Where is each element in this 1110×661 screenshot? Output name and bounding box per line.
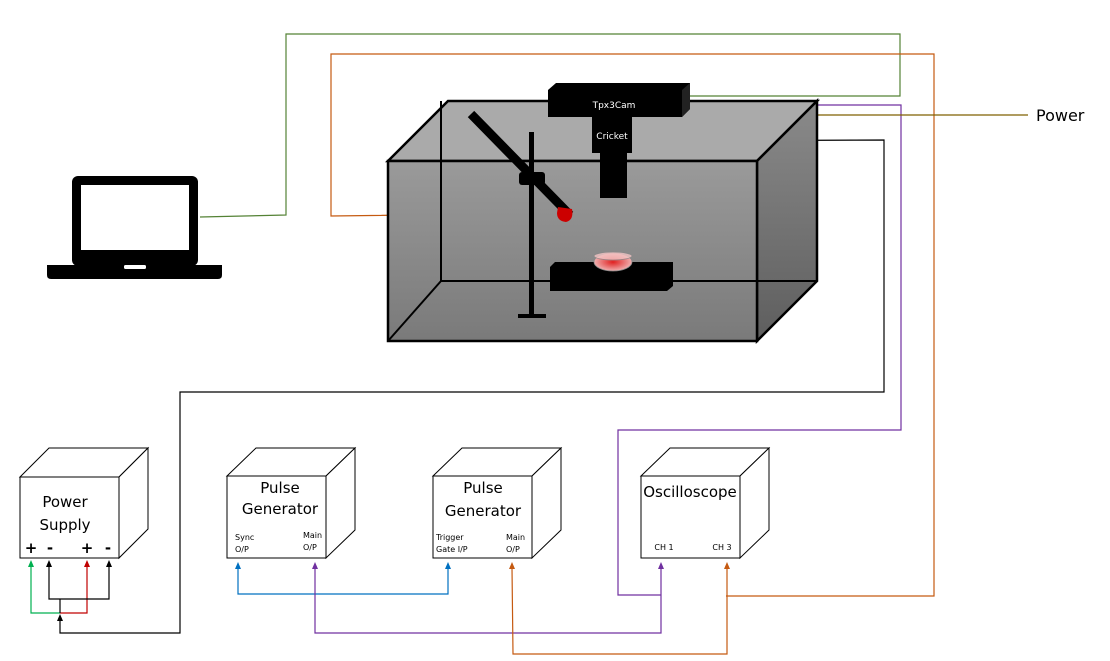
pg1-label-1: Pulse bbox=[260, 479, 300, 497]
pg1-main-label: Main bbox=[303, 531, 322, 540]
ch3-label: CH 3 bbox=[712, 543, 731, 552]
pulse-generator-2: Pulse Generator Trigger Gate I/P Main O/… bbox=[431, 446, 563, 560]
vacuum-chamber bbox=[384, 97, 821, 345]
wire-sync-trigger bbox=[237, 568, 449, 595]
pg2-gate-ip-label: Gate I/P bbox=[436, 545, 468, 554]
pg2-main-label: Main bbox=[506, 533, 525, 542]
terminal-plus-1: + bbox=[25, 539, 38, 557]
terminal-plus-2: + bbox=[81, 539, 94, 557]
wire-camera-purple bbox=[617, 104, 902, 596]
oscilloscope-label: Oscilloscope bbox=[643, 483, 737, 501]
power-supply-wiring bbox=[28, 560, 112, 621]
pg1-label-2: Generator bbox=[242, 500, 319, 518]
wire-pg2-main-ch3 bbox=[511, 567, 728, 655]
laser-head-icon bbox=[557, 207, 573, 222]
pg1-sync-label: Sync bbox=[235, 533, 254, 542]
cricket-label: Cricket bbox=[596, 132, 628, 142]
wire-pg1-main-ch1 bbox=[314, 568, 662, 634]
sample-stage bbox=[550, 251, 673, 291]
laptop-icon bbox=[47, 176, 222, 279]
power-label: Power bbox=[1036, 106, 1085, 125]
pg2-label-2: Generator bbox=[445, 502, 522, 520]
pulse-generator-1: Pulse Generator Sync O/P Main O/P bbox=[225, 446, 357, 560]
wire-laptop-camera bbox=[199, 33, 901, 218]
wire-laser-orange bbox=[330, 53, 935, 597]
wire-cricket-power-supply bbox=[59, 139, 885, 634]
pg1-main-op-label: O/P bbox=[303, 543, 317, 552]
power-supply-label-1: Power bbox=[42, 493, 88, 511]
pg2-label-1: Pulse bbox=[463, 479, 503, 497]
terminal-minus-1: - bbox=[47, 539, 53, 557]
pg2-main-op-label: O/P bbox=[506, 545, 520, 554]
pg1-sync-op-label: O/P bbox=[235, 545, 249, 554]
pg2-trigger-label: Trigger bbox=[435, 533, 464, 542]
camera-label: Tpx3Cam bbox=[592, 101, 636, 111]
laser-stand bbox=[467, 110, 574, 318]
oscilloscope: Oscilloscope CH 1 CH 3 bbox=[639, 446, 771, 560]
terminal-minus-2: - bbox=[105, 539, 111, 557]
ch1-label: CH 1 bbox=[654, 543, 673, 552]
power-supply-label-2: Supply bbox=[39, 516, 90, 534]
tpx3cam: Tpx3Cam Cricket bbox=[548, 83, 690, 198]
power-supply: Power Supply + - + - bbox=[18, 446, 150, 560]
